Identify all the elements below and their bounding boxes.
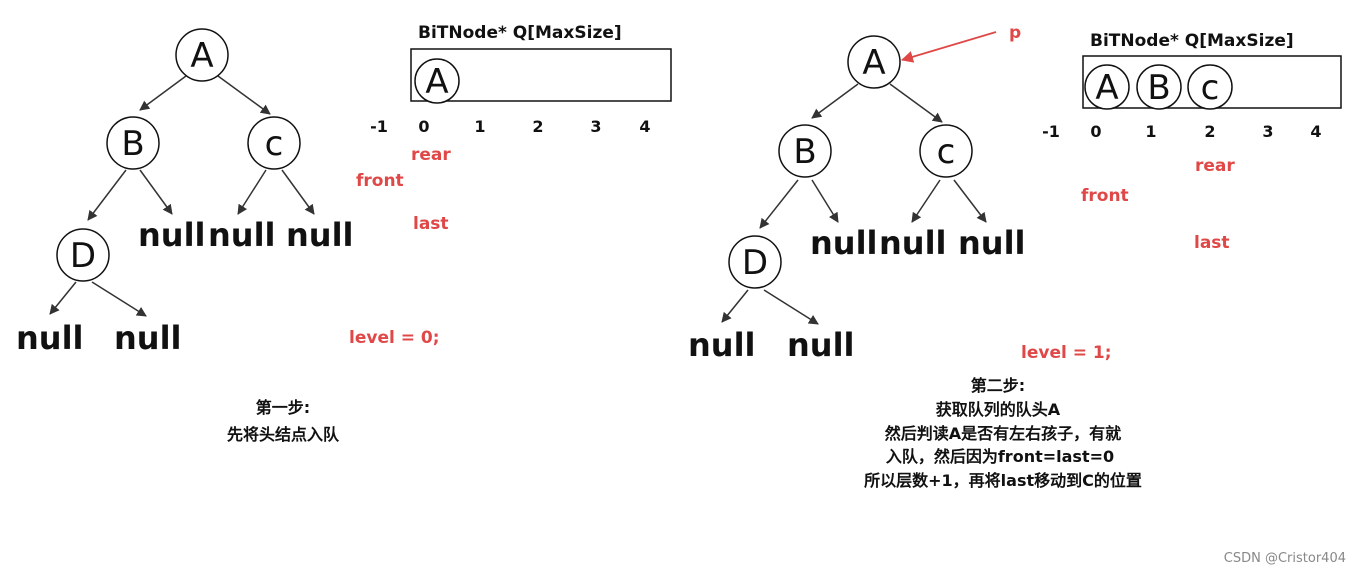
index-label: 3 <box>590 117 601 136</box>
binary-tree: A B c D null null null null null <box>16 28 354 357</box>
index-label: 4 <box>1310 122 1321 141</box>
index-label: 2 <box>1204 122 1215 141</box>
queue-item-a: A <box>1084 64 1130 110</box>
tree-node-c: c <box>919 124 973 178</box>
null-leaf: null <box>286 216 354 254</box>
index-label: 1 <box>474 117 485 136</box>
edge-a-b <box>811 83 859 119</box>
queue-title: BiTNode* Q[MaxSize] <box>418 23 622 43</box>
binary-tree: A B c D null null null null null p <box>688 23 1026 364</box>
edge-a-c <box>889 83 943 123</box>
step-description: 第二步: 获取队列的队头A 然后判读A是否有左右孩子，有就 入队，然后因为fro… <box>864 376 1142 490</box>
queue-item-label: A <box>425 62 448 102</box>
tree-node-c: c <box>247 116 301 170</box>
edge-b-d <box>87 169 127 221</box>
tree-node-d: D <box>56 228 110 282</box>
queue-item-a: A <box>414 58 460 104</box>
watermark: CSDN @Cristor404 <box>1224 551 1346 566</box>
null-leaf: null <box>879 224 947 262</box>
panel-2: A B c D null null null null null p <box>688 23 1342 490</box>
index-label: 3 <box>1262 122 1273 141</box>
index-label: 0 <box>1090 122 1101 141</box>
level-label: level = 1; <box>1021 343 1112 363</box>
description-line: 入队，然后因为front=last=0 <box>886 447 1114 466</box>
queue-item-b: B <box>1136 64 1182 110</box>
edge-b-null <box>811 179 839 223</box>
edge-d-null-right <box>91 281 147 317</box>
description-line: 第一步: <box>256 398 310 417</box>
index-label: -1 <box>370 117 388 136</box>
index-label: 2 <box>532 117 543 136</box>
pointer-labels: rear front last level = 0; <box>349 145 451 348</box>
front-pointer: front <box>1081 186 1129 206</box>
rear-pointer: rear <box>1195 156 1235 176</box>
edge-d-null-right <box>763 289 819 325</box>
null-leaf: null <box>114 319 182 357</box>
tree-node-b: B <box>778 124 832 178</box>
queue-array: BiTNode* Q[MaxSize] A B c <box>1082 31 1342 110</box>
null-leaf: null <box>688 326 756 364</box>
description-line: 所以层数+1，再将last移动到C的位置 <box>864 471 1142 490</box>
null-leaf: null <box>16 319 84 357</box>
node-label: B <box>121 124 144 164</box>
node-label: c <box>265 124 284 164</box>
index-label: 1 <box>1145 122 1156 141</box>
node-label: D <box>742 243 768 283</box>
description-line: 然后判读A是否有左右孩子，有就 <box>885 424 1121 443</box>
queue-array: BiTNode* Q[MaxSize] A <box>410 23 672 104</box>
queue-item-label: B <box>1147 68 1170 108</box>
last-pointer: last <box>413 214 449 234</box>
edge-a-c <box>217 75 271 115</box>
queue-indices: -1 0 1 2 3 4 <box>370 117 650 136</box>
tree-node-a: A <box>847 35 901 89</box>
edge-b-d <box>759 179 799 229</box>
edge-c-null-left <box>911 179 941 223</box>
edge-a-b <box>139 75 187 111</box>
queue-item-label: A <box>1095 68 1118 108</box>
description-line: 获取队列的队头A <box>936 400 1061 419</box>
description-line: 第二步: <box>971 376 1025 395</box>
description-line: 先将头结点入队 <box>227 425 340 444</box>
tree-node-a: A <box>175 28 229 82</box>
p-pointer-arrow <box>901 31 997 63</box>
node-label: A <box>190 36 213 76</box>
p-pointer-label: p <box>1009 23 1021 43</box>
edge-c-null-right <box>281 169 315 215</box>
node-label: c <box>937 132 956 172</box>
null-leaf: null <box>208 216 276 254</box>
level-label: level = 0; <box>349 328 440 348</box>
null-leaf: null <box>138 216 206 254</box>
queue-item-c: c <box>1187 64 1233 110</box>
edge-c-null-right <box>953 179 987 223</box>
front-pointer: front <box>356 171 404 191</box>
null-leaf: null <box>958 224 1026 262</box>
node-label: A <box>862 43 885 83</box>
node-label: D <box>70 236 96 276</box>
null-leaf: null <box>787 326 855 364</box>
last-pointer: last <box>1194 233 1230 253</box>
edge-c-null-left <box>237 169 267 215</box>
tree-node-b: B <box>106 116 160 170</box>
step-description: 第一步: 先将头结点入队 <box>227 398 340 444</box>
queue-item-label: c <box>1201 68 1220 108</box>
rear-pointer: rear <box>411 145 451 165</box>
queue-indices: -1 0 1 2 3 4 <box>1042 122 1321 141</box>
edge-d-null-left <box>721 289 749 323</box>
index-label: 0 <box>418 117 429 136</box>
tree-node-d: D <box>728 235 782 289</box>
null-leaf: null <box>810 224 878 262</box>
node-label: B <box>793 132 816 172</box>
edge-b-null <box>139 169 173 215</box>
panel-1: A B c D null null null null null BiTNode… <box>16 23 672 444</box>
pointer-labels: rear front last level = 1; <box>1021 156 1235 363</box>
edge-d-null-left <box>49 281 77 315</box>
index-label: 4 <box>639 117 650 136</box>
queue-title: BiTNode* Q[MaxSize] <box>1090 31 1294 51</box>
index-label: -1 <box>1042 122 1060 141</box>
